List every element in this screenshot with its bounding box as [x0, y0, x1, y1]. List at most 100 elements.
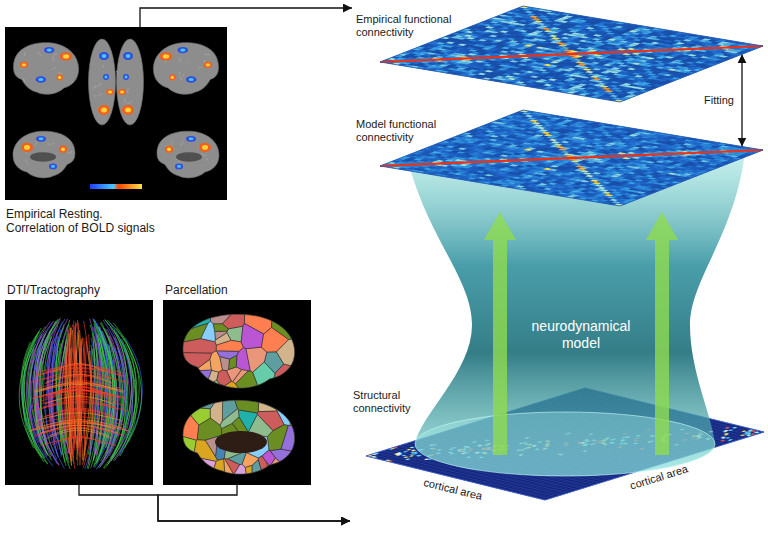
medial-brain — [165, 146, 173, 154]
dorsal-brain — [122, 105, 134, 115]
parcellation-panel-shape — [183, 400, 295, 474]
fiber-bundle — [44, 390, 115, 398]
medial-brain — [175, 164, 183, 170]
medial-brain — [199, 143, 211, 153]
fiber-bundle — [19, 318, 142, 470]
parcel-regions — [261, 328, 288, 353]
parcel-regions — [241, 323, 263, 348]
fiber-bundle — [19, 326, 45, 457]
parcel-regions — [163, 300, 311, 485]
dorsal-brain — [127, 101, 131, 103]
medial-brain — [189, 137, 194, 140]
resting-fmri-panel: Empirical Resting. Correlation of BOLD s… — [5, 27, 227, 235]
panel-heading: Parcellation — [165, 283, 313, 297]
fiber-bundle — [42, 383, 116, 391]
parcel-regions — [163, 454, 206, 485]
dorsal-brain — [98, 94, 102, 97]
fiber-bundle — [31, 403, 126, 411]
medial-brain — [34, 145, 35, 146]
fiber-bundle — [46, 408, 113, 416]
fiber-bundle — [47, 430, 111, 438]
lateral-brain — [186, 76, 197, 82]
connector-arrow — [140, 8, 352, 27]
lateral-brain — [22, 63, 26, 66]
lateral-brain — [44, 47, 55, 53]
parcel-regions — [244, 300, 291, 409]
lateral-brain — [53, 54, 57, 55]
medial-brain — [167, 147, 171, 151]
empirical-fc-matrix: Empirical functional connectivity — [352, 4, 764, 104]
medial-brain — [177, 165, 181, 168]
medial-brain — [51, 143, 54, 145]
dorsal-brain — [92, 85, 95, 88]
parcellation-ground — [163, 300, 311, 485]
parcel-regions — [170, 352, 212, 368]
medial-brain — [59, 146, 67, 154]
parcel-regions — [163, 323, 208, 346]
lateral-brain — [160, 52, 173, 60]
medial-brain — [24, 145, 30, 150]
dorsal-brain — [103, 65, 104, 68]
text-slot: Empirical Resting. Correlation of BOLD s… — [6, 207, 161, 235]
fiber-bundle — [34, 383, 124, 391]
dorsal-brain — [106, 89, 114, 95]
color-bar — [90, 184, 142, 189]
medial-brain — [171, 141, 173, 144]
dorsal-brain — [125, 108, 131, 113]
medial-brain — [176, 152, 202, 162]
parcel-regions — [278, 368, 311, 384]
dorsal-brain — [127, 88, 129, 93]
fiber-bundle — [33, 390, 125, 398]
dorsal-brain — [99, 52, 109, 60]
fiber-bundle — [49, 428, 109, 436]
fiber-bundle — [36, 413, 122, 421]
dorsal-brain — [123, 52, 133, 60]
medial-brain — [30, 152, 56, 162]
lateral-brain — [183, 74, 185, 76]
dorsal-brain — [89, 39, 144, 125]
parcel-regions — [163, 431, 196, 480]
dorsal-brain — [97, 83, 102, 87]
lateral-brain — [53, 56, 56, 60]
parcel-regions — [281, 425, 311, 451]
dorsal-brain — [126, 54, 131, 58]
fiber-bundle — [35, 365, 124, 373]
lateral-brain — [171, 76, 174, 79]
parcel-regions — [245, 465, 252, 485]
parcel-regions — [277, 302, 291, 426]
fiber-bundle — [47, 387, 111, 395]
lateral-brain — [179, 72, 181, 74]
parcel-regions — [258, 456, 268, 471]
lateral-brain — [47, 49, 52, 52]
lateral-brain — [206, 63, 210, 66]
medial-brain — [206, 159, 208, 161]
medial-brain — [36, 136, 46, 142]
dorsal-brain — [105, 76, 108, 79]
parcel-regions — [270, 458, 285, 481]
lateral-brain — [187, 61, 188, 63]
parcel-regions — [194, 440, 217, 461]
lateral-brain — [58, 76, 61, 79]
text-slot: DTI/Tractography — [7, 283, 155, 297]
medial-brain — [201, 154, 207, 156]
dorsal-brain — [101, 108, 107, 113]
parcel-regions — [208, 459, 225, 485]
medial-brain — [157, 131, 219, 178]
lateral-brain — [52, 67, 56, 69]
lateral-brain — [38, 78, 43, 81]
fiber-bundle — [32, 421, 125, 429]
parcel-regions — [290, 300, 311, 430]
lateral-brain — [169, 74, 175, 80]
fiber-bundle — [32, 390, 126, 398]
tractography-panel-shape — [5, 300, 153, 485]
panel-heading: DTI/Tractography — [7, 283, 155, 297]
lateral-brain — [37, 52, 41, 56]
lateral-brain — [178, 47, 189, 53]
parcel-regions — [210, 391, 222, 425]
dorsal-brain — [125, 76, 128, 79]
medial-brain — [202, 145, 208, 150]
parcellation-panel-shape — [183, 314, 295, 388]
fiber-bundle — [52, 437, 106, 445]
dorsal-brain — [94, 95, 97, 96]
